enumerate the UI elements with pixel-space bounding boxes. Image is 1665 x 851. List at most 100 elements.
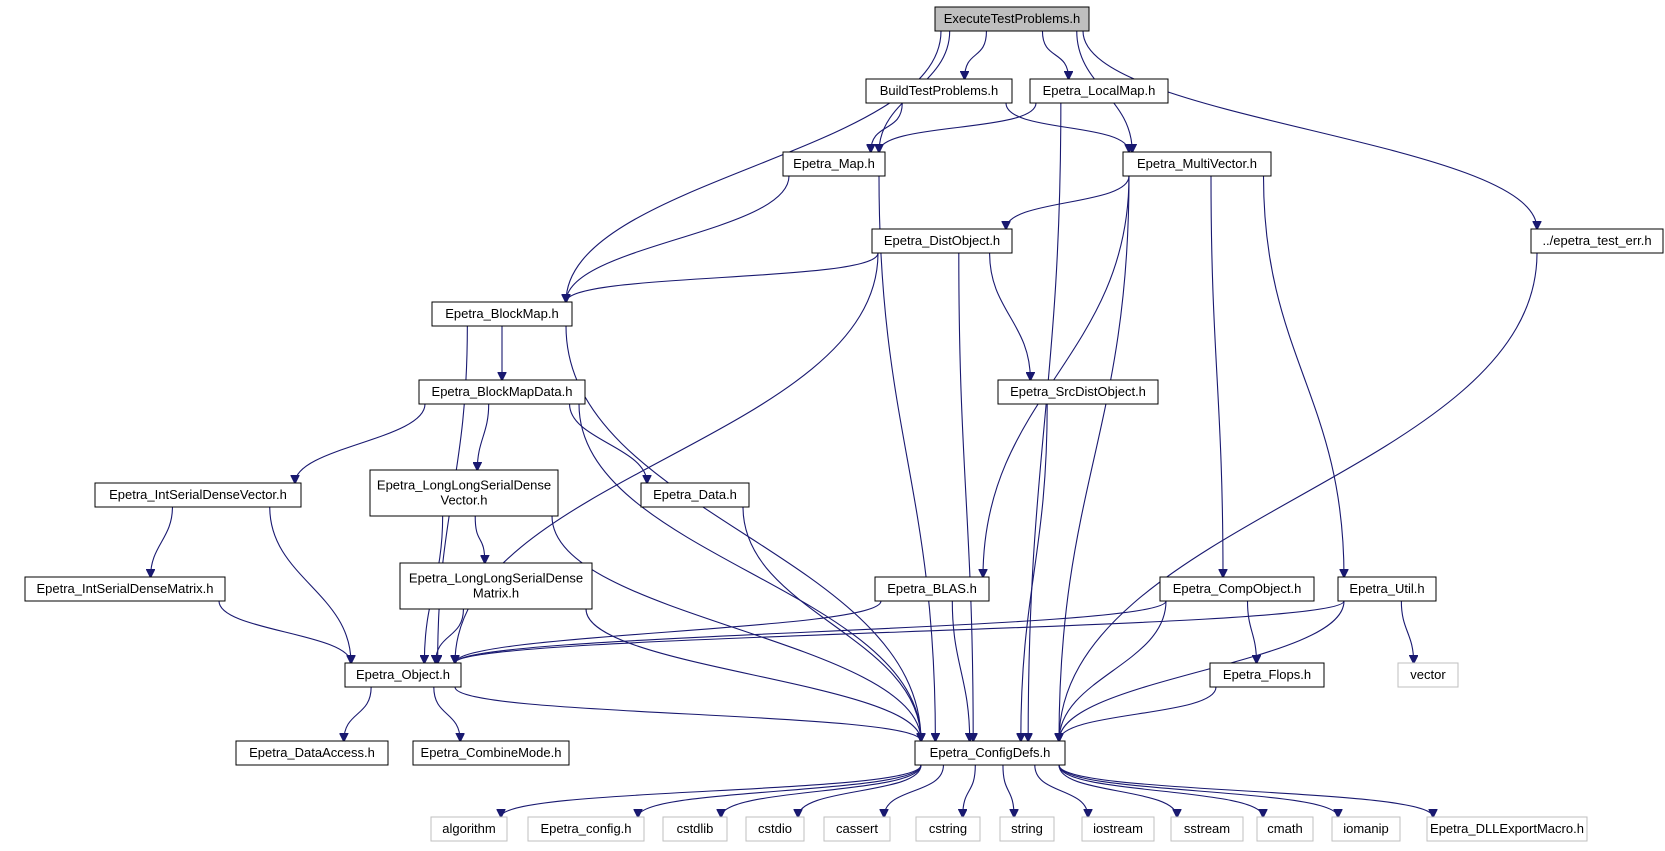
node-label-data: Epetra_Data.h xyxy=(653,487,737,502)
edge-compobj-to-object xyxy=(455,600,1167,663)
node-distobject[interactable]: Epetra_DistObject.h xyxy=(871,228,1013,254)
node-label-build: BuildTestProblems.h xyxy=(880,83,999,98)
node-build[interactable]: BuildTestProblems.h xyxy=(865,78,1013,104)
edge-configdefs-to-cstring xyxy=(963,764,976,817)
node-box-config xyxy=(527,816,645,842)
node-box-sstream xyxy=(1170,816,1244,842)
edge-multivector-to-util xyxy=(1262,175,1345,577)
edge-distobject-to-blockmap xyxy=(566,252,879,302)
node-label-localmap: Epetra_LocalMap.h xyxy=(1043,83,1156,98)
node-label-config: Epetra_config.h xyxy=(540,821,631,836)
edge-multivector-to-compobj xyxy=(1210,175,1223,577)
edge-object-to-configdefs xyxy=(454,686,921,741)
node-label-llmat: Matrix.h xyxy=(473,586,519,601)
node-box-intmat xyxy=(24,576,226,602)
node-label-multivector: Epetra_MultiVector.h xyxy=(1137,156,1257,171)
edge-llmat-to-configdefs xyxy=(585,608,921,741)
node-algorithm: algorithm xyxy=(430,816,508,842)
edge-intvec-to-object xyxy=(269,506,351,663)
edge-root-to-build xyxy=(965,30,987,79)
node-box-iostream xyxy=(1081,816,1155,842)
node-intmat[interactable]: Epetra_IntSerialDenseMatrix.h xyxy=(24,576,226,602)
edge-configdefs-to-iostream xyxy=(1034,764,1088,817)
node-multivector[interactable]: Epetra_MultiVector.h xyxy=(1122,151,1272,177)
node-label-combinemode: Epetra_CombineMode.h xyxy=(421,745,562,760)
edge-map-to-configdefs xyxy=(878,175,935,741)
node-label-blockmap: Epetra_BlockMap.h xyxy=(445,306,558,321)
node-root[interactable]: ExecuteTestProblems.h xyxy=(934,6,1090,32)
node-box-intvec xyxy=(94,482,302,508)
edge-multivector-to-distobject xyxy=(1006,175,1130,229)
node-box-data xyxy=(640,482,750,508)
node-label-cstdio: cstdio xyxy=(758,821,792,836)
node-label-map: Epetra_Map.h xyxy=(793,156,875,171)
node-box-llmat xyxy=(399,562,593,610)
node-box-build xyxy=(865,78,1013,104)
node-box-configdefs xyxy=(914,740,1066,766)
node-label-cstring: cstring xyxy=(929,821,967,836)
node-blockmapdata[interactable]: Epetra_BlockMapData.h xyxy=(418,379,586,405)
edge-blas-to-configdefs xyxy=(951,600,969,741)
node-label-compobj: Epetra_CompObject.h xyxy=(1173,581,1302,596)
node-label-blas: Epetra_BLAS.h xyxy=(887,581,977,596)
edge-llvec-to-configdefs xyxy=(551,515,921,741)
node-label-srcdist: Epetra_SrcDistObject.h xyxy=(1010,384,1146,399)
edge-distobject-to-srcdist xyxy=(989,252,1031,380)
node-label-blockmapdata: Epetra_BlockMapData.h xyxy=(432,384,573,399)
node-dataaccess[interactable]: Epetra_DataAccess.h xyxy=(235,740,389,766)
node-label-cstdlib: cstdlib xyxy=(677,821,714,836)
node-label-string: string xyxy=(1011,821,1043,836)
node-blockmap[interactable]: Epetra_BlockMap.h xyxy=(431,301,573,327)
node-box-object xyxy=(344,662,462,688)
edge-root-to-localmap xyxy=(1041,30,1068,79)
node-box-multivector xyxy=(1122,151,1272,177)
node-object[interactable]: Epetra_Object.h xyxy=(344,662,462,688)
node-configdefs[interactable]: Epetra_ConfigDefs.h xyxy=(914,740,1066,766)
node-label-distobject: Epetra_DistObject.h xyxy=(884,233,1000,248)
node-combinemode[interactable]: Epetra_CombineMode.h xyxy=(412,740,570,766)
node-cstring: cstring xyxy=(915,816,981,842)
node-box-dllexport xyxy=(1426,816,1588,842)
node-compobj[interactable]: Epetra_CompObject.h xyxy=(1159,576,1315,602)
node-localmap[interactable]: Epetra_LocalMap.h xyxy=(1029,78,1169,104)
node-testerr[interactable]: ../epetra_test_err.h xyxy=(1530,228,1664,254)
node-label-dataaccess: Epetra_DataAccess.h xyxy=(249,745,375,760)
edge-object-to-combinemode xyxy=(433,686,460,741)
node-data[interactable]: Epetra_Data.h xyxy=(640,482,750,508)
node-label-iomanip: iomanip xyxy=(1343,821,1389,836)
node-util[interactable]: Epetra_Util.h xyxy=(1337,576,1437,602)
node-dllexport: Epetra_DLLExportMacro.h xyxy=(1426,816,1588,842)
edge-configdefs-to-cassert xyxy=(884,764,944,817)
node-label-llvec: Epetra_LongLongSerialDense xyxy=(377,478,551,493)
node-map[interactable]: Epetra_Map.h xyxy=(782,151,886,177)
nodes-layer: ExecuteTestProblems.hBuildTestProblems.h… xyxy=(24,6,1664,842)
edge-util-to-object xyxy=(455,600,1345,663)
node-blas[interactable]: Epetra_BLAS.h xyxy=(874,576,990,602)
node-iostream: iostream xyxy=(1081,816,1155,842)
node-box-cassert xyxy=(823,816,891,842)
edge-blockmapdata-to-llvec xyxy=(477,403,490,470)
edge-testerr-to-configdefs xyxy=(1059,252,1538,741)
node-box-blockmapdata xyxy=(418,379,586,405)
node-box-algorithm xyxy=(430,816,508,842)
edge-intmat-to-object xyxy=(218,600,351,663)
node-box-root xyxy=(934,6,1090,32)
node-box-blockmap xyxy=(431,301,573,327)
node-srcdist[interactable]: Epetra_SrcDistObject.h xyxy=(997,379,1159,405)
edge-multivector-to-configdefs xyxy=(1059,175,1130,741)
node-box-srcdist xyxy=(997,379,1159,405)
node-label-object: Epetra_Object.h xyxy=(356,667,450,682)
node-label-llmat: Epetra_LongLongSerialDense xyxy=(409,571,583,586)
edges-layer xyxy=(151,30,1538,817)
node-label-configdefs: Epetra_ConfigDefs.h xyxy=(930,745,1051,760)
node-flops[interactable]: Epetra_Flops.h xyxy=(1209,662,1325,688)
node-intvec[interactable]: Epetra_IntSerialDenseVector.h xyxy=(94,482,302,508)
node-sstream: sstream xyxy=(1170,816,1244,842)
node-cstdlib: cstdlib xyxy=(662,816,728,842)
node-vector: vector xyxy=(1397,662,1459,688)
node-box-cmath xyxy=(1256,816,1314,842)
edge-util-to-configdefs xyxy=(1059,600,1345,741)
node-label-dllexport: Epetra_DLLExportMacro.h xyxy=(1430,821,1584,836)
